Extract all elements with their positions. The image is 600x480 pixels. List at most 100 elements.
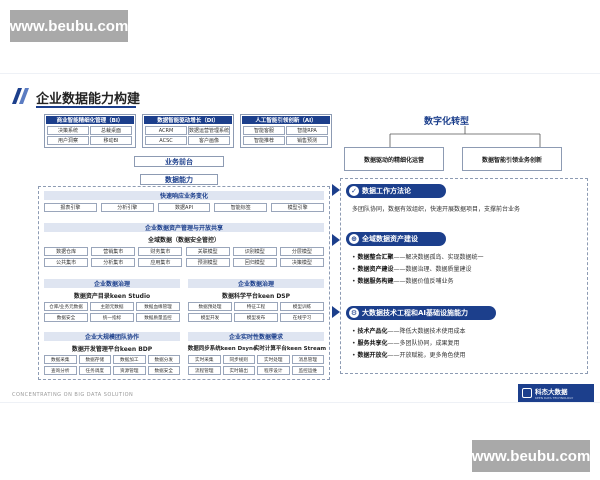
section-title: 大数据技术工程和AI基础设施能力 — [362, 309, 469, 317]
data-capability: 数据能力 — [140, 174, 218, 185]
section-line: • 技术产品化——降低大数据技术使用成本 — [352, 326, 465, 335]
top-group-cell: 智能RPA — [286, 126, 328, 135]
logo: 科杰大数据 KEEN DATA TECHNOLOGY — [518, 384, 594, 402]
digital-title: 数字化转型 — [424, 117, 470, 127]
fast-response-cell: 报表引擎 — [44, 203, 97, 212]
top-group-cell: 总裁桌面 — [90, 126, 132, 135]
arrow-3-icon — [332, 306, 340, 318]
collaboration-cell: 数据加工 — [113, 355, 146, 364]
section-line-head: 数据服务构建 — [357, 278, 394, 285]
asset-cell: 公共集市 — [44, 258, 89, 267]
asset-cell: 营销集市 — [91, 247, 136, 256]
digital-right-text: 数据智能引领业务创新 — [481, 156, 542, 164]
realtime-cell: 实时采集 — [188, 355, 221, 364]
section-icon: ⊕ — [349, 234, 359, 244]
fast-response-title: 快速响应业务变化 — [44, 191, 324, 200]
bullet-dot-icon: • — [352, 340, 358, 347]
governance-product: 数据资产目录keen Studio — [73, 292, 151, 300]
science-cell: 模型训练 — [280, 302, 324, 311]
realtime-cell: 监控运维 — [291, 366, 324, 375]
section-line: • 数据服务构建——数据价值反哺业务 — [352, 276, 453, 285]
digital-left-box: 数据驱动的精细化运营 — [344, 147, 444, 171]
fast-response-cell: 智能标签 — [214, 203, 268, 212]
asset-cell: 回归模型 — [232, 258, 277, 267]
collaboration-cell: 任务调度 — [78, 366, 111, 375]
realtime-cell: 消息管理 — [291, 355, 324, 364]
science-product: 数据科学平台keen DSP — [221, 292, 291, 300]
top-group-cell: ACSC — [145, 136, 187, 145]
section-line: • 数据资产建设——数据治理、数据质量建设 — [352, 264, 471, 273]
business-front: 业务前台 — [134, 156, 224, 167]
fast-response-cell: 数据API — [157, 203, 211, 212]
top-group-cell: 数据运营管理系统 — [188, 126, 230, 135]
realtime-product-1: 数据同步系统keen Dsync — [187, 346, 257, 352]
fast-response-cell: 分析引擎 — [100, 203, 154, 212]
collaboration-title: 企业大规模团队协作 — [44, 332, 180, 341]
section-header: ⊕全域数据资产建设 — [346, 232, 446, 246]
top-group-cell: 决策系统 — [47, 126, 89, 135]
top-group-title: 数据智能驱动增长（DI） — [144, 116, 232, 124]
top-group-cell: 客户画像 — [188, 136, 230, 145]
section-line-text: 多团队协同，数据有效组织，快速开展数据项目，支撑前台业务 — [352, 206, 521, 213]
right-container — [340, 178, 588, 374]
section-title: 全域数据资产建设 — [362, 235, 418, 243]
arrow-1-icon — [332, 184, 340, 196]
section-line-head: 技术产品化 — [357, 328, 388, 335]
collaboration-cell: 数据安全 — [147, 366, 180, 375]
science-title: 企业数据治理 — [188, 279, 324, 288]
bullet-dot-icon: • — [352, 266, 358, 273]
realtime-cell: 程序设计 — [257, 366, 290, 375]
bullet-dot-icon: • — [352, 278, 358, 285]
collaboration-cell: 查询分析 — [44, 366, 77, 375]
governance-cell: 主题元数据 — [90, 302, 134, 311]
science-cell: 模型发布 — [234, 313, 278, 322]
asset-cell: 分层模型 — [279, 247, 324, 256]
slide-title: 企业数据能力构建 — [36, 92, 141, 107]
collaboration-cell: 数据分发 — [147, 355, 180, 364]
collaboration-cell: 数据存储 — [78, 355, 111, 364]
section-line: • 数据整合汇聚——解决数据孤岛、实现数据统一 — [352, 252, 483, 261]
science-cell: 数据预处理 — [188, 302, 232, 311]
section-line: • 数据开放化——开放赋能，更多角色使用 — [352, 350, 465, 359]
governance-cell: 数据血缘管理 — [136, 302, 180, 311]
bullet-dot-icon: • — [352, 328, 358, 335]
top-group-title: 商业智能精细化管理（BI） — [46, 116, 134, 124]
asset-cell: 数据仓库 — [44, 247, 89, 256]
section-line-text: ——开放赋能，更多角色使用 — [387, 352, 466, 359]
title-stripe-icon — [12, 88, 30, 104]
fast-response-cell: 模型引擎 — [271, 203, 324, 212]
section-line-head: 数据资产建设 — [357, 266, 394, 273]
section-line-text: ——解决数据孤岛、实现数据统一 — [393, 254, 484, 261]
collaboration-cell: 资源管理 — [113, 366, 146, 375]
asset-cell: 识别模型 — [232, 247, 277, 256]
asset-management-subtitle: 全域数据（数据安全管控） — [147, 237, 220, 244]
realtime-cell: 实时处理 — [257, 355, 290, 364]
slide: 企业数据能力构建 商业智能精细化管理（BI） 决策系统总裁桌面用户洞察移动BI 数据… — [0, 73, 600, 403]
top-group-cell: 移动BI — [90, 136, 132, 145]
bullet-dot-icon: • — [352, 352, 358, 359]
digital-right-box: 数据智能引领业务创新 — [462, 147, 562, 171]
logo-mark-icon — [522, 388, 532, 398]
governance-title: 企业数据治理 — [44, 279, 180, 288]
footer-text: CONCENTRATING ON BIG DATA SOLUTION — [12, 392, 134, 398]
asset-cell: 决策模型 — [279, 258, 324, 267]
science-cell: 在线学习 — [280, 313, 324, 322]
capability-container — [38, 186, 330, 380]
digital-connector — [389, 126, 541, 147]
realtime-product-2: 实时计算平台keen Stream — [253, 346, 327, 352]
section-line-head: 数据开放化 — [357, 352, 388, 359]
top-group-cell: 用户洞察 — [47, 136, 89, 145]
asset-management-title: 企业数据资产管理与开放共享 — [44, 223, 324, 232]
watermark-bottom: www.beubu.com — [472, 440, 590, 472]
science-cell: 模型开发 — [188, 313, 232, 322]
section-line-text: ——多团队协同，成果复用 — [387, 340, 460, 347]
asset-cell: 应用集市 — [138, 258, 183, 267]
title-underline — [36, 106, 136, 108]
section-line-text: ——降低大数据技术使用成本 — [387, 328, 466, 335]
section-line-head: 数据整合汇聚 — [357, 254, 394, 261]
governance-cell: 统一指标 — [90, 313, 134, 322]
collaboration-product: 数据开发管理平台keen BDP — [71, 345, 153, 353]
section-header: ⚙大数据技术工程和AI基础设施能力 — [346, 306, 496, 320]
section-line: 多团队协同，数据有效组织，快速开展数据项目，支撑前台业务 — [352, 204, 520, 213]
